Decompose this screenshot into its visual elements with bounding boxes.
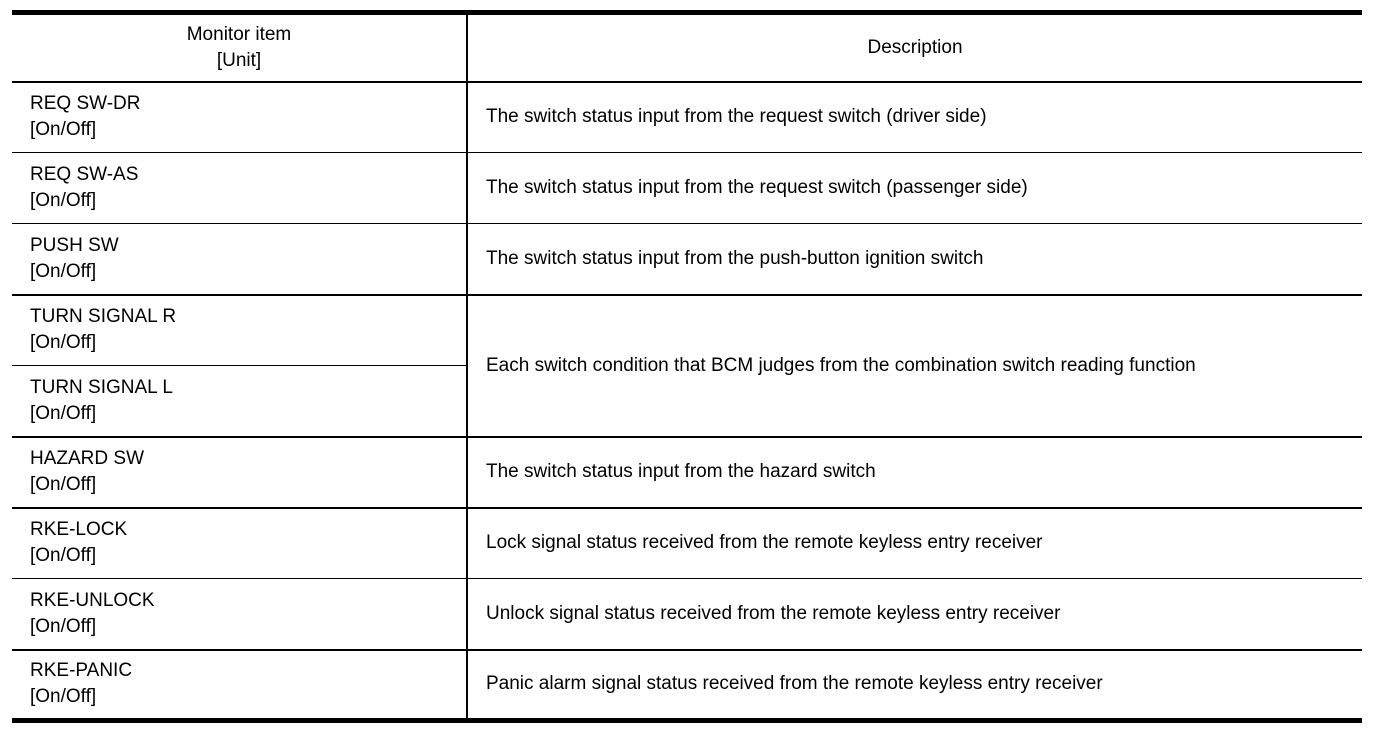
table-row: REQ SW-AS [On/Off] The switch status inp…: [12, 152, 1362, 224]
description-cell: The switch status input from the push-bu…: [467, 223, 1362, 295]
monitor-item-unit: [On/Off]: [30, 332, 97, 354]
description-cell: The switch status input from the hazard …: [467, 435, 1362, 508]
monitor-item-name: RKE-PANIC: [30, 660, 133, 682]
description-cell: Lock signal status received from the rem…: [467, 506, 1362, 579]
monitor-item-cell: PUSH SW [On/Off]: [12, 223, 468, 295]
monitor-item-header-line2: [Unit]: [216, 49, 262, 71]
monitor-item-table: Monitor item [Unit] Description REQ SW-D…: [12, 10, 1362, 723]
monitor-item-cell: TURN SIGNAL L [On/Off]: [12, 365, 468, 437]
monitor-item-cell: HAZARD SW [On/Off]: [12, 435, 468, 508]
monitor-item-name: RKE-LOCK: [30, 519, 128, 541]
table-row: HAZARD SW [On/Off] The switch status inp…: [12, 435, 1362, 508]
monitor-item-name: REQ SW-DR: [30, 93, 141, 115]
monitor-item-unit: [On/Off]: [30, 474, 97, 495]
description-cell-merged: Each switch condition that BCM judges fr…: [467, 293, 1362, 437]
monitor-item-name: PUSH SW: [30, 234, 119, 256]
monitor-item-cell: TURN SIGNAL R [On/Off]: [12, 293, 468, 366]
monitor-item-cell: REQ SW-DR [On/Off]: [12, 80, 468, 153]
table-header-row: Monitor item [Unit] Description: [12, 12, 1362, 82]
table-row: RKE-UNLOCK [On/Off] Unlock signal status…: [12, 578, 1362, 650]
monitor-item-unit: [On/Off]: [30, 260, 97, 282]
monitor-item-name: TURN SIGNAL R: [30, 306, 177, 328]
monitor-item-unit: [On/Off]: [30, 190, 97, 211]
monitor-item-name: TURN SIGNAL L: [30, 376, 173, 398]
description-cell: Panic alarm signal status received from …: [467, 648, 1362, 721]
monitor-item-unit: [On/Off]: [30, 119, 97, 141]
description-cell: The switch status input from the request…: [467, 152, 1362, 224]
monitor-item-unit: [On/Off]: [30, 615, 97, 637]
table-row: PUSH SW [On/Off] The switch status input…: [12, 223, 1362, 295]
table-row: RKE-PANIC [On/Off] Panic alarm signal st…: [12, 648, 1362, 721]
monitor-item-cell: RKE-LOCK [On/Off]: [12, 506, 468, 579]
description-header: Description: [867, 36, 963, 58]
monitor-item-name: REQ SW-AS: [30, 164, 139, 185]
monitor-item-unit: [On/Off]: [30, 402, 97, 424]
table-row: TURN SIGNAL R [On/Off] Each switch condi…: [12, 293, 1362, 437]
monitor-item-cell: REQ SW-AS [On/Off]: [12, 152, 468, 224]
table-row: REQ SW-DR [On/Off] The switch status inp…: [12, 80, 1362, 153]
monitor-item-cell: RKE-PANIC [On/Off]: [12, 648, 468, 721]
table-row: TURN SIGNAL L [On/Off]: [12, 365, 1362, 437]
monitor-item-header: Monitor item [Unit]: [12, 12, 468, 82]
monitor-item-unit: [On/Off]: [30, 545, 97, 567]
monitor-item-name: HAZARD SW: [30, 448, 144, 469]
table-row: RKE-LOCK [On/Off] Lock signal status rec…: [12, 506, 1362, 579]
monitor-item-header-line1: Monitor item: [186, 23, 292, 45]
description-cell: Unlock signal status received from the r…: [467, 578, 1362, 650]
monitor-item-unit: [On/Off]: [30, 686, 97, 708]
description-cell: The switch status input from the request…: [467, 80, 1362, 153]
monitor-item-name: RKE-UNLOCK: [30, 589, 155, 611]
monitor-item-cell: RKE-UNLOCK [On/Off]: [12, 578, 468, 650]
